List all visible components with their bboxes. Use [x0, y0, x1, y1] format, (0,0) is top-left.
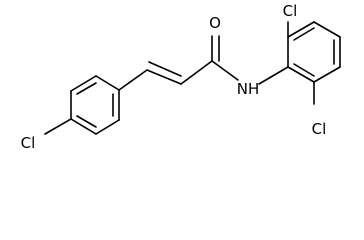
bond — [313, 66, 341, 83]
bond-to-cl — [44, 118, 72, 135]
atom-label-cl-top: Cl — [283, 2, 298, 20]
atom-label-cl-bottom: Cl — [312, 120, 327, 138]
bond — [95, 119, 120, 135]
n-aryl-bond — [258, 66, 289, 85]
chemical-structure-drawing: Cl O NH Cl Cl — [21, 2, 341, 152]
atom-label-cl-para: Cl — [21, 134, 36, 152]
double-bond-inner — [293, 63, 315, 77]
bond — [95, 75, 120, 91]
double-bond-inner — [76, 115, 97, 128]
bond — [146, 69, 182, 85]
structure-canvas: Cl O NH Cl Cl — [20, 2, 341, 152]
dichlorophenyl-ring — [287, 21, 341, 105]
atom-label-oxygen: O — [209, 14, 221, 32]
double-bond-inner — [148, 61, 182, 77]
bond — [180, 60, 213, 85]
bond — [70, 75, 97, 92]
bond — [313, 21, 341, 38]
double-bond-inner — [76, 82, 97, 95]
acrylamide-chain — [118, 35, 289, 91]
bond — [287, 21, 315, 38]
bond — [118, 69, 148, 91]
amide-bond — [211, 60, 239, 81]
chlorophenyl-ring — [44, 75, 120, 135]
double-bond-inner — [293, 27, 315, 41]
bond — [70, 118, 97, 135]
atom-label-nh: NH — [237, 80, 260, 98]
bond — [287, 66, 315, 83]
